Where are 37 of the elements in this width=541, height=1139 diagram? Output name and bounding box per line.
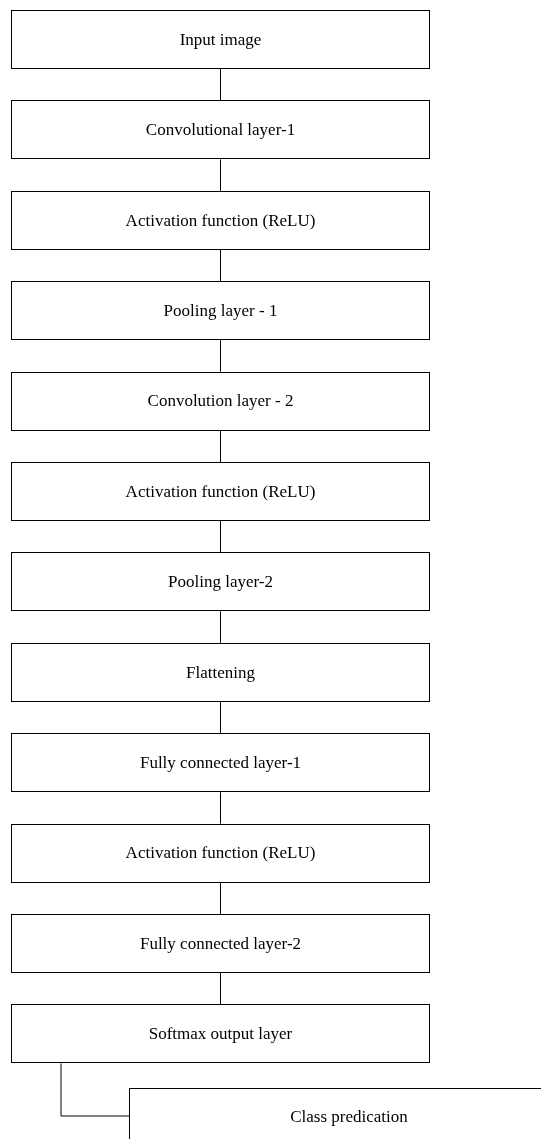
connector-line [220,610,221,644]
connector-line [220,158,221,192]
box-label: Fully connected layer-1 [139,752,302,774]
connector-line [220,882,221,915]
process-box [11,1004,430,1064]
box-label: Flattening [186,661,255,683]
box-label: Pooling layer - 1 [163,300,278,322]
process-box [11,823,430,883]
process-box [11,552,430,612]
box-label: Convolutional layer-1 [145,119,296,141]
box-label: Fully connected layer-2 [139,932,302,955]
connector-line [220,520,221,553]
process-box [11,10,430,69]
box-label: Activation function (ReLU) [125,842,316,864]
box-label: Activation function (ReLU) [125,480,316,503]
connector-line [60,1062,130,1117]
connector-line [220,430,221,463]
connector-line [220,701,221,734]
connector-line [220,972,221,1005]
process-box [11,733,430,793]
box-label: Pooling layer-2 [168,571,273,593]
process-box [11,914,430,973]
process-box [11,190,430,250]
box-label: Convolution layer - 2 [147,390,294,412]
box-label: Softmax output layer [148,1023,293,1045]
box-label: Class predication [290,1106,408,1128]
connector-line [220,68,221,101]
connector-line [220,791,221,825]
connector-line [220,249,221,282]
connector-line [220,339,221,373]
box-label: Input image [179,28,262,51]
process-box [11,462,430,521]
process-box [11,371,430,431]
process-box [11,100,430,160]
box-label: Activation function (ReLU) [125,209,316,231]
process-box [11,642,430,702]
process-box [11,281,430,341]
